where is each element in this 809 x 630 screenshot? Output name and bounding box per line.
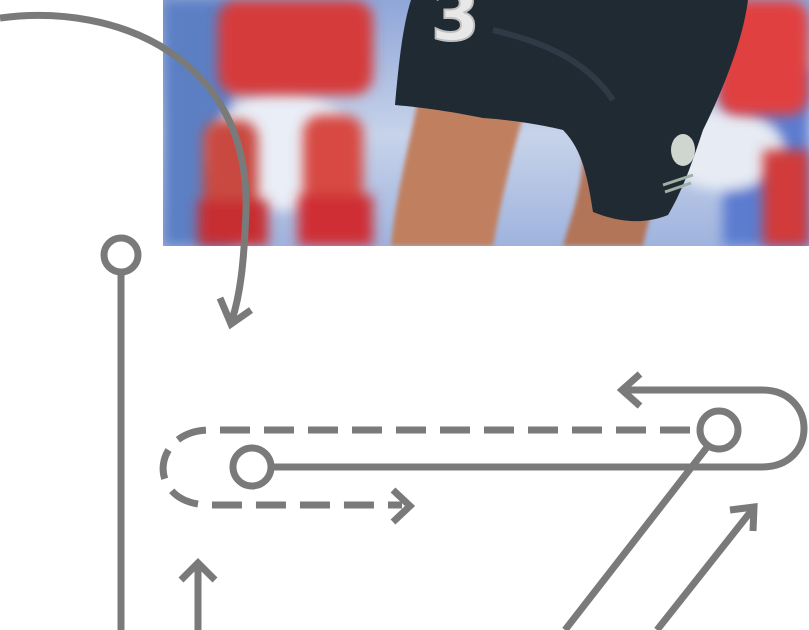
solid-loop-start-ring [233,448,271,486]
vertical-line-ring [104,238,138,272]
diagonal-line [565,446,708,630]
diagonal-line-ring [700,411,738,449]
diagonal-arrow-shaft [657,510,752,630]
